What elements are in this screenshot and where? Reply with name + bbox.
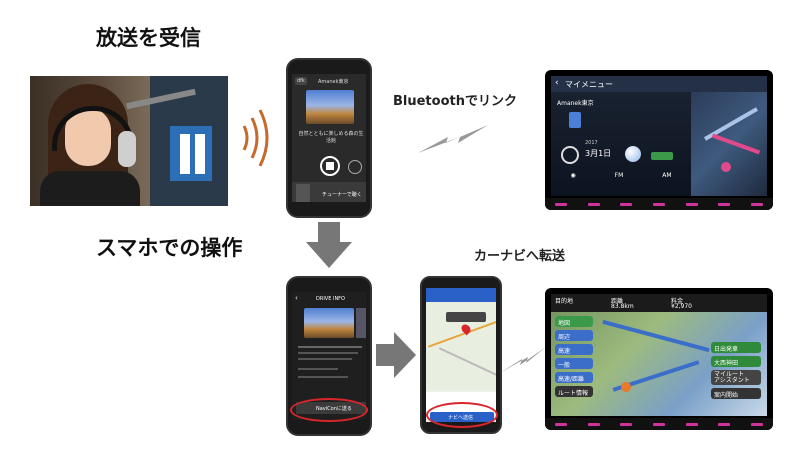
header-mid: 距離 [611, 298, 624, 305]
thumbnail [296, 184, 310, 202]
carnavi-my-menu-screen: ‹ マイメニュー Amanek東京 2017 3月1日 ◉ FM AM [545, 70, 773, 210]
right-item-1[interactable]: 大西神田 [711, 356, 761, 367]
menu-item-4[interactable]: 高速/距離 [555, 372, 593, 383]
menu-title: マイメニュー [565, 80, 613, 89]
share-button[interactable] [348, 160, 362, 174]
drive-info-title: DRIVE INFO [316, 296, 345, 302]
map-view[interactable] [426, 302, 496, 390]
back-arrow-icon[interactable]: ‹ [295, 294, 298, 302]
transfer-link-arrow-icon [500, 347, 546, 373]
smartphone-map-app: ナビへ送信 [420, 276, 502, 434]
caption-send-to-carnavi: カーナビへ転送 [474, 249, 566, 264]
station-name: Amanek東京 [557, 100, 594, 107]
header-left: 目的地 [555, 298, 574, 305]
program-artwork [306, 90, 354, 124]
radio-dj-photo [30, 76, 228, 206]
carnavi-route-screen: 目的地 距離 料金 83.8km ¥2,970 地図 周辺 高速 一般 高速/距… [545, 288, 773, 430]
header-right: 料金 [671, 298, 684, 305]
heading-smartphone-operation: スマホでの操作 [96, 236, 243, 260]
smartphone-drive-info: ‹ DRIVE INFO NaviConに送る [286, 276, 372, 436]
stop-button[interactable] [320, 156, 340, 176]
highlight-ring [290, 398, 368, 422]
route-line [602, 319, 710, 353]
current-position-icon [721, 162, 731, 172]
menu-item-5[interactable]: ルート情報 [555, 386, 593, 397]
map-popup [446, 312, 486, 322]
fm-button[interactable]: FM [614, 172, 624, 179]
right-item-3[interactable]: 案内開始 [711, 388, 761, 399]
date-label: 3月1日 [585, 149, 612, 158]
mini-map[interactable] [691, 92, 767, 196]
menu-item-1[interactable]: 周辺 [555, 330, 593, 341]
right-item-0[interactable]: 日出発車 [711, 342, 761, 353]
menu-item-3[interactable]: 一般 [555, 358, 593, 369]
destination-photo [304, 308, 354, 338]
back-arrow-icon[interactable]: ‹ [555, 78, 559, 88]
smartphone-radio-app: dfk Amanek東京 自然とともに楽しめる森の生活館 チューナーで聴く [286, 58, 372, 218]
menu-item-0[interactable]: 地図 [555, 316, 593, 327]
down-arrow-icon [306, 222, 352, 268]
broadcast-waves-icon [242, 109, 269, 167]
tuner-button[interactable]: チューナーで聴く [322, 192, 362, 198]
vehicle-position-icon [621, 382, 631, 392]
phone-icon[interactable] [569, 112, 581, 128]
caption-bluetooth-link: Bluetoothでリンク [393, 94, 517, 109]
clock-icon [561, 146, 579, 164]
distance-value: 83.8km [611, 303, 634, 310]
am-button[interactable]: AM [662, 172, 672, 179]
map-app-header [426, 288, 496, 302]
app-tag: dfk [295, 77, 307, 85]
fare-value: ¥2,970 [671, 303, 692, 310]
weather-icon [625, 146, 641, 162]
heading-receive-broadcast: 放送を受信 [96, 26, 201, 50]
year-label: 2017 [585, 140, 598, 146]
station-label: Amanek東京 [318, 79, 349, 85]
eco-indicator [651, 152, 673, 160]
right-item-2[interactable]: マイルート アシスタント [711, 370, 761, 385]
menu-item-2[interactable]: 高速 [555, 344, 593, 355]
route-header: 目的地 距離 料金 83.8km ¥2,970 [551, 294, 767, 312]
bluetooth-link-arrow-icon [418, 125, 488, 153]
highlight-ring [426, 402, 498, 428]
program-caption: 自然とともに楽しめる森の生活館 [298, 131, 364, 144]
stop-icon [326, 162, 334, 170]
next-photo [356, 308, 366, 338]
right-arrow-icon [376, 332, 416, 378]
disc-button[interactable]: ◉ [570, 172, 576, 179]
